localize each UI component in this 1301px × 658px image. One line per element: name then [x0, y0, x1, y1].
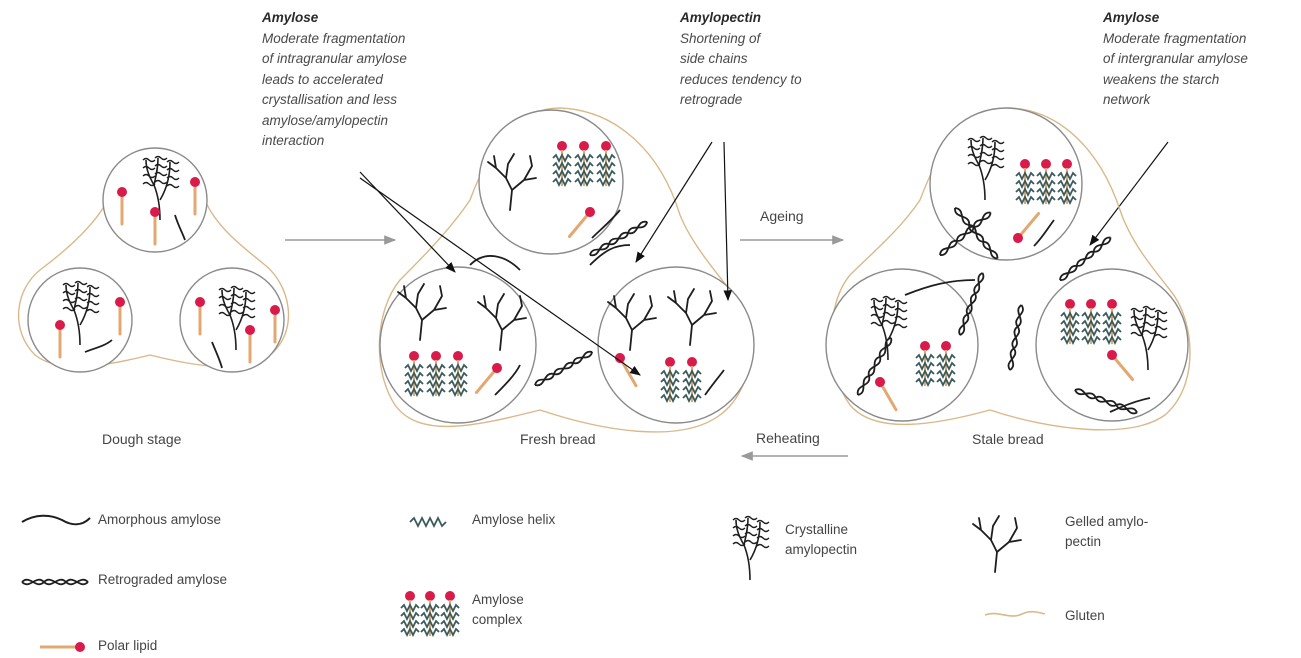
annotation-arrow [1090, 142, 1168, 245]
polar-lipid-icon [40, 642, 85, 652]
granule-circle [380, 267, 536, 423]
legend-crystalline-amylopectin: Crystalline amylopectin [785, 520, 857, 560]
stale-bread-cluster [826, 108, 1190, 430]
annotation-amylopectin: Amylopectin Shortening of side chains re… [680, 8, 870, 111]
retrograded-amylose-icon [22, 580, 88, 585]
legend-retrograded-amylose: Retrograded amylose [98, 570, 227, 590]
legend-amorphous-amylose: Amorphous amylose [98, 510, 221, 530]
granule-circle [826, 269, 978, 421]
annotation-body: Shortening of side chains reduces tenden… [680, 29, 870, 111]
annotation-arrow [636, 142, 712, 262]
gluten-icon [985, 612, 1045, 616]
amylose-complex-icon [401, 591, 459, 636]
fresh-bread-cluster [379, 108, 754, 432]
annotation-arrow [360, 172, 455, 272]
annotation-body: Moderate fragmentation of intragranular … [262, 29, 492, 152]
legend-amylose-helix: Amylose helix [472, 510, 555, 530]
crystalline-amylopectin-icon [733, 517, 769, 581]
annotation-arrow [724, 142, 728, 300]
gelled-amylopectin-icon [973, 516, 1021, 572]
annotation-body: Moderate fragmentation of intergranular … [1103, 29, 1299, 111]
label-reheating: Reheating [756, 430, 820, 446]
label-stale-bread: Stale bread [972, 431, 1044, 447]
label-dough-stage: Dough stage [102, 431, 181, 447]
granule-circle [28, 268, 132, 372]
dough-stage-cluster [19, 148, 289, 372]
annotation-heading: Amylopectin [680, 8, 870, 29]
label-ageing: Ageing [760, 208, 804, 224]
annotation-heading: Amylose [262, 8, 492, 29]
annotation-amylose-intragranular: Amylose Moderate fragmentation of intrag… [262, 8, 492, 152]
annotation-amylose-intergranular: Amylose Moderate fragmentation of interg… [1103, 8, 1299, 111]
legend-amylose-complex: Amylose complex [472, 590, 524, 630]
legend-polar-lipid: Polar lipid [98, 636, 157, 656]
legend-gelled-amylopectin: Gelled amylo- pectin [1065, 512, 1148, 552]
amorphous-amylose-icon [22, 516, 90, 525]
label-fresh-bread: Fresh bread [520, 431, 595, 447]
granule-circle [1036, 269, 1188, 421]
annotation-heading: Amylose [1103, 8, 1299, 29]
amylose-helix-icon [410, 518, 446, 526]
granule-circle [598, 267, 754, 423]
legend-gluten: Gluten [1065, 606, 1105, 626]
